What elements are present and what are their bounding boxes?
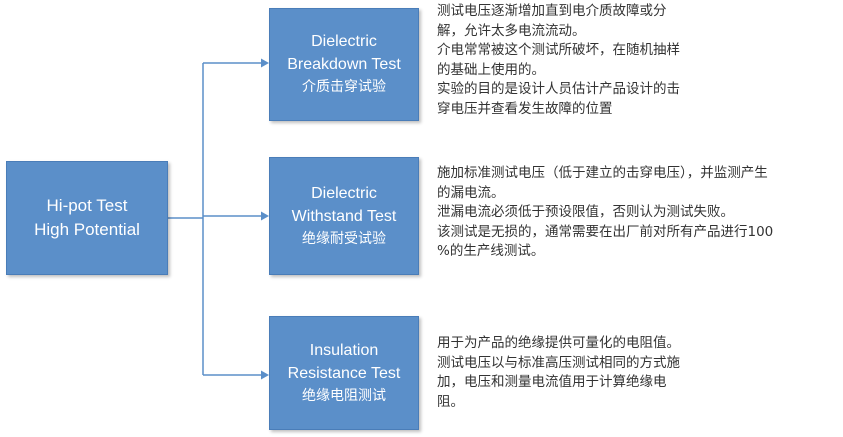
node-title-zh: 绝缘耐受试验 <box>302 230 386 247</box>
description-line: 施加标准测试电压（低于建立的击穿电压），并监测产生 <box>437 165 768 181</box>
node-title-en-line1: Dielectric <box>311 184 377 202</box>
node-title-zh: 介质击穿试验 <box>302 79 386 95</box>
node-dielectric-breakdown-test: Dielectric Breakdown Test 介质击穿试验 <box>269 8 419 121</box>
node-title-zh: 绝缘电阻测试 <box>302 387 386 404</box>
description-line: 的基础上使用的。 <box>437 61 545 78</box>
description-line: 穿电压并查看发生故障的位置 <box>437 100 613 117</box>
description-line: 该测试是无损的，通常需要在出厂前对所有产品进行100 <box>437 223 774 240</box>
connector-trunk <box>168 63 204 375</box>
node-title-en-line2: Withstand Test <box>291 207 397 225</box>
description-line: 阻。 <box>437 393 464 410</box>
root-node-line1: Hi-pot Test <box>46 196 128 215</box>
description-line: 解，允许太多电流流动。 <box>437 22 586 39</box>
arrowhead-insulation <box>261 370 269 380</box>
arrowhead-breakdown <box>261 58 269 68</box>
description-line: 介电常常被这个测试所破坏，在随机抽样 <box>437 42 680 58</box>
node-insulation-resistance-test: Insulation Resistance Test 绝缘电阻测试 <box>269 316 419 430</box>
node-title-en-line1: Insulation <box>309 341 379 359</box>
description-line: 测试电压逐渐增加直到电介质故障或分 <box>437 3 667 19</box>
description-line: 用于为产品的绝缘提供可量化的电阻值。 <box>437 335 680 351</box>
arrowhead-withstand <box>261 211 269 221</box>
description-line: 测试电压以与标准高压测试相同的方式施 <box>437 354 680 371</box>
node-dielectric-withstand-test: Dielectric Withstand Test 绝缘耐受试验 <box>269 157 419 275</box>
root-node-hipot-test: Hi-pot Test High Potential <box>6 161 168 275</box>
description-withstand-test: 施加标准测试电压（低于建立的击穿电压），并监测产生 的漏电流。 泄漏电流必须低于… <box>437 164 837 262</box>
description-line: 加，电压和测量电流值用于计算绝缘电 <box>437 374 667 390</box>
description-line: 泄漏电流必须低于预设限值，否则认为测试失败。 <box>437 204 734 220</box>
description-insulation-test: 用于为产品的绝缘提供可量化的电阻值。 测试电压以与标准高压测试相同的方式施 加，… <box>437 334 737 412</box>
node-title-en-line2: Breakdown Test <box>287 56 401 73</box>
node-title-en-line2: Resistance Test <box>287 364 401 382</box>
description-line: 的漏电流。 <box>437 184 505 201</box>
root-node-line2: High Potential <box>34 220 140 239</box>
node-title-en-line1: Dielectric <box>311 33 377 50</box>
description-breakdown-test: 测试电压逐渐增加直到电介质故障或分 解，允许太多电流流动。 介电常常被这个测试所… <box>437 2 727 119</box>
description-line: 实验的目的是设计人员估计产品设计的击 <box>437 81 680 97</box>
description-line: %的生产线测试。 <box>437 243 545 259</box>
